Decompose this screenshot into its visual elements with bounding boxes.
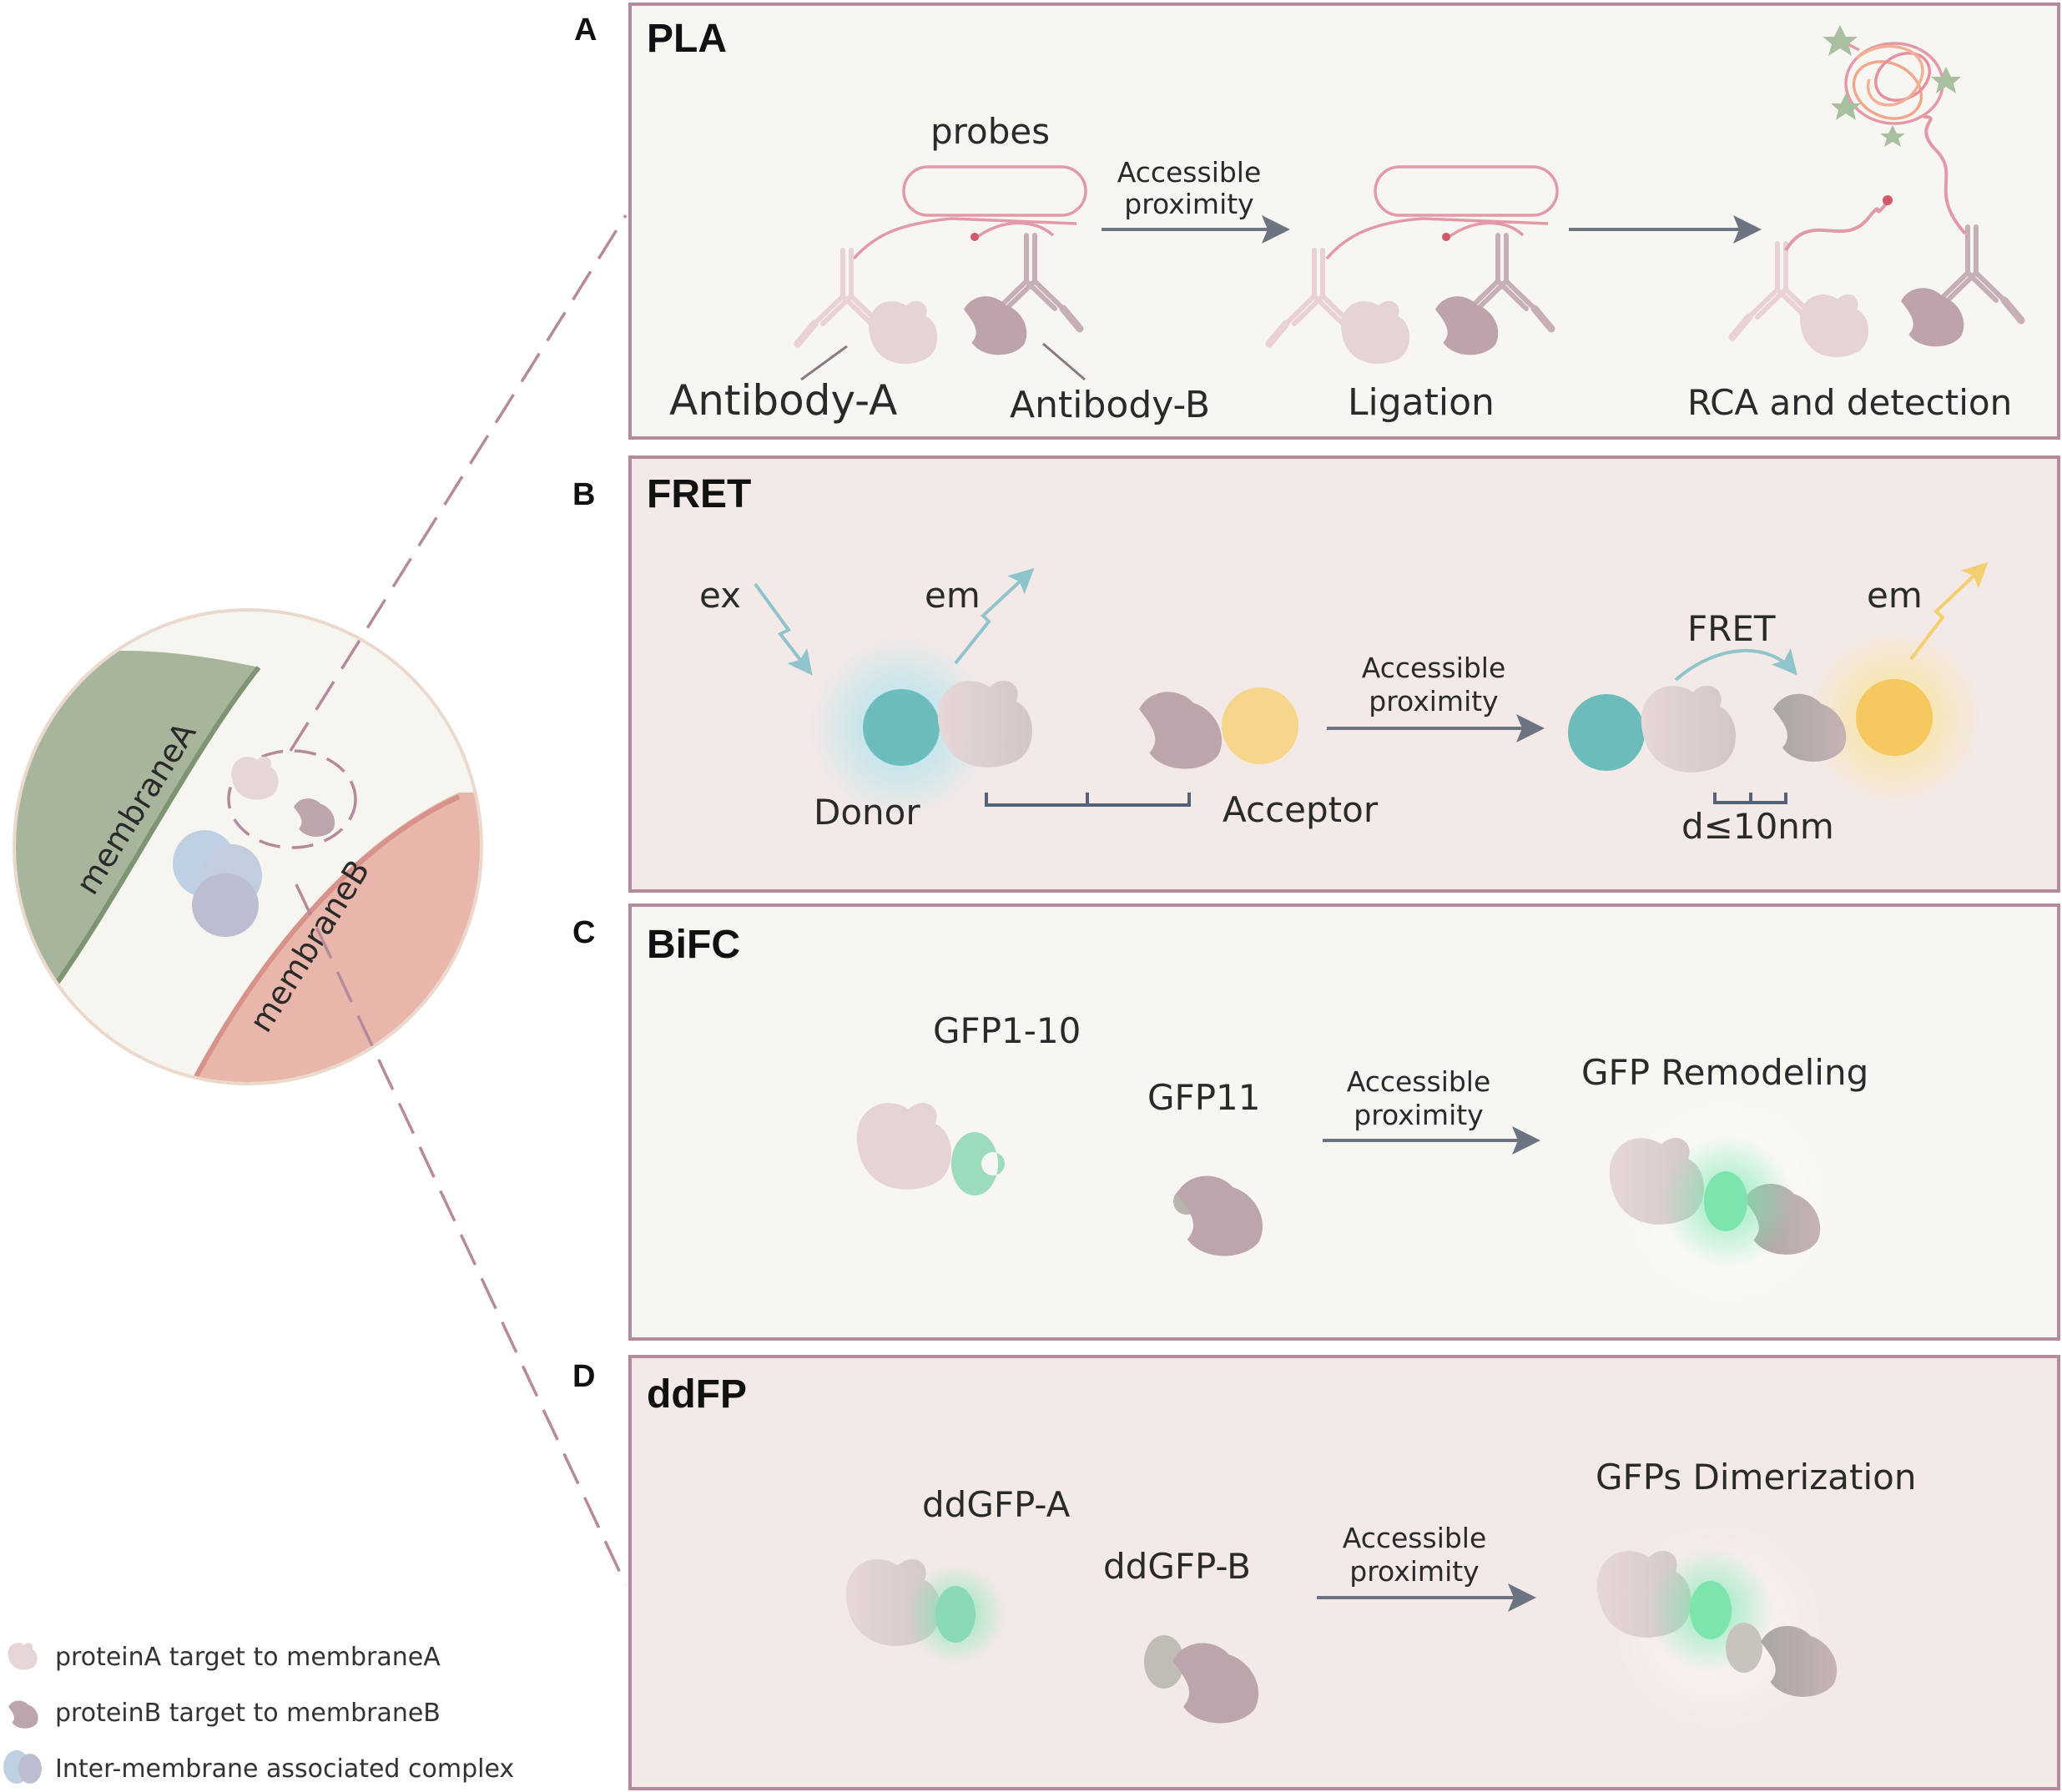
panel-c-frame: [628, 904, 2060, 1341]
acceptor-fluorophore-result: [1856, 679, 1933, 756]
panel-a-title: PLA: [647, 17, 727, 61]
ligation-label: Ligation: [1348, 381, 1495, 424]
gfp11-label: GFP11: [1147, 1077, 1260, 1118]
gfp-remodeling-label: GFP Remodeling: [1581, 1052, 1868, 1093]
panel-b-title: FRET: [647, 472, 751, 516]
donor-label: Donor: [814, 792, 920, 833]
legend-item-complex: Inter-membrane associated complex: [55, 1754, 514, 1784]
ex-label: ex: [699, 575, 741, 616]
gfp1-10-fragment: [951, 1132, 1005, 1196]
arrow-c-label-2: proximity: [1354, 1099, 1483, 1131]
gfp-remodeled: [1704, 1171, 1747, 1231]
zoom-circle: [227, 749, 357, 849]
emission-arrow-2: [1909, 561, 1989, 661]
panel-a-pla: A PLA probes Antibody-A Antibody-B Acces…: [574, 3, 2060, 440]
panel-b-fret: B FRET ex em Donor Acceptor Accessible p…: [572, 456, 2060, 893]
protein-b-icon: [8, 1700, 38, 1729]
zoom-line-top: [289, 214, 628, 752]
panel-d-title: ddFP: [647, 1372, 747, 1417]
ddgfp-a: [935, 1586, 976, 1643]
arrow-a1-label-1: Accessible: [1117, 156, 1262, 189]
distance-label: d≤10nm: [1681, 806, 1834, 847]
arrow-d-label-1: Accessible: [1343, 1522, 1487, 1554]
antibody-b-label: Antibody-B: [1010, 384, 1210, 426]
probes-label: probes: [930, 111, 1050, 152]
panel-b-letter: B: [572, 477, 595, 512]
ddgfp-a-label: ddGFP-A: [922, 1484, 1071, 1525]
panel-a-frame: [628, 3, 2060, 440]
arrow-d-label-2: proximity: [1349, 1555, 1479, 1588]
arrow-b-label-1: Accessible: [1362, 652, 1506, 684]
acceptor-label: Acceptor: [1223, 789, 1379, 830]
acceptor-fluorophore: [1222, 687, 1298, 764]
ddgfp-b: [1144, 1635, 1184, 1689]
rca-label: RCA and detection: [1687, 382, 2012, 423]
panel-d-letter: D: [572, 1359, 595, 1394]
ddgfp-b-result: [1726, 1623, 1762, 1673]
panel-d-ddfp: D ddFP ddGFP-A ddGFP-B Accessible proxim…: [572, 1355, 2060, 1790]
donor-fluorophore: [863, 689, 940, 766]
cell-overview: membraneA membraneB: [13, 214, 628, 1586]
legend-item-protein-a: proteinA target to membraneA: [55, 1643, 441, 1672]
ddgfp-b-label: ddGFP-B: [1103, 1546, 1251, 1587]
legend-item-protein-b: proteinB target to membraneB: [55, 1699, 441, 1728]
excitation-arrow: [754, 582, 813, 676]
panel-c-letter: C: [572, 915, 595, 950]
ddgfp-a-result: [1690, 1581, 1732, 1639]
membrane-complex: [173, 830, 262, 937]
em-label-1: em: [925, 575, 981, 616]
gfp1-10-label: GFP1-10: [933, 1010, 1081, 1051]
panel-c-title: BiFC: [647, 923, 740, 967]
panel-d-frame: [628, 1355, 2060, 1790]
protein-a-icon: [8, 1643, 38, 1670]
arrow-c-label-1: Accessible: [1347, 1065, 1491, 1098]
fret-label: FRET: [1687, 608, 1776, 649]
em-label-2: em: [1867, 575, 1923, 616]
antibody-a-label: Antibody-A: [669, 376, 897, 425]
panel-c-bifc: C BiFC GFP1-10 GFP11 Accessible proximit…: [572, 904, 2060, 1341]
arrow-a1-label-2: proximity: [1124, 188, 1253, 220]
donor-fluorophore-result: [1568, 694, 1645, 771]
gfps-dimerization-label: GFPs Dimerization: [1596, 1457, 1916, 1498]
fret-transfer-arrow: [1674, 648, 1797, 682]
legend: proteinA target to membraneA proteinB ta…: [3, 1643, 514, 1784]
emission-arrow-1: [954, 567, 1035, 665]
panel-a-letter: A: [574, 13, 597, 48]
zoom-line-bottom: [295, 883, 628, 1586]
membrane-a: [16, 651, 259, 993]
arrow-b-label-2: proximity: [1369, 685, 1498, 717]
fluorophore-stars: [1823, 25, 1961, 147]
complex-icon: [3, 1750, 42, 1784]
